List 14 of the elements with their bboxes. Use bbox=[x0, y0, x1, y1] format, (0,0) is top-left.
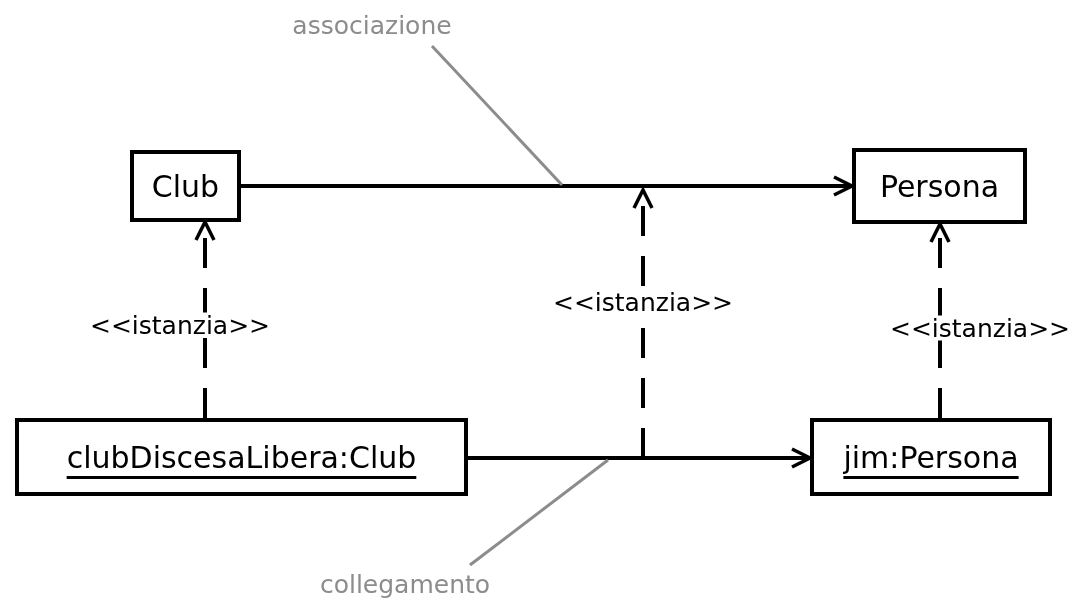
object-box: jim:Persona bbox=[810, 418, 1052, 496]
class-box: Club bbox=[130, 150, 241, 222]
dashed-arrow bbox=[632, 188, 654, 286]
object-box: clubDiscesaLibera:Club bbox=[15, 418, 468, 496]
dashed-arrow bbox=[929, 222, 951, 418]
leader-line bbox=[469, 458, 609, 567]
arrow bbox=[468, 447, 812, 469]
annotation-label: associazione bbox=[262, 6, 482, 46]
arrow bbox=[241, 175, 854, 197]
class-box: Persona bbox=[852, 148, 1027, 224]
leader-line bbox=[430, 44, 564, 187]
annotation-label: collegamento bbox=[290, 565, 520, 605]
dashed-arrow bbox=[194, 220, 216, 418]
stereotype-label: <<istanzia>> bbox=[528, 286, 758, 320]
